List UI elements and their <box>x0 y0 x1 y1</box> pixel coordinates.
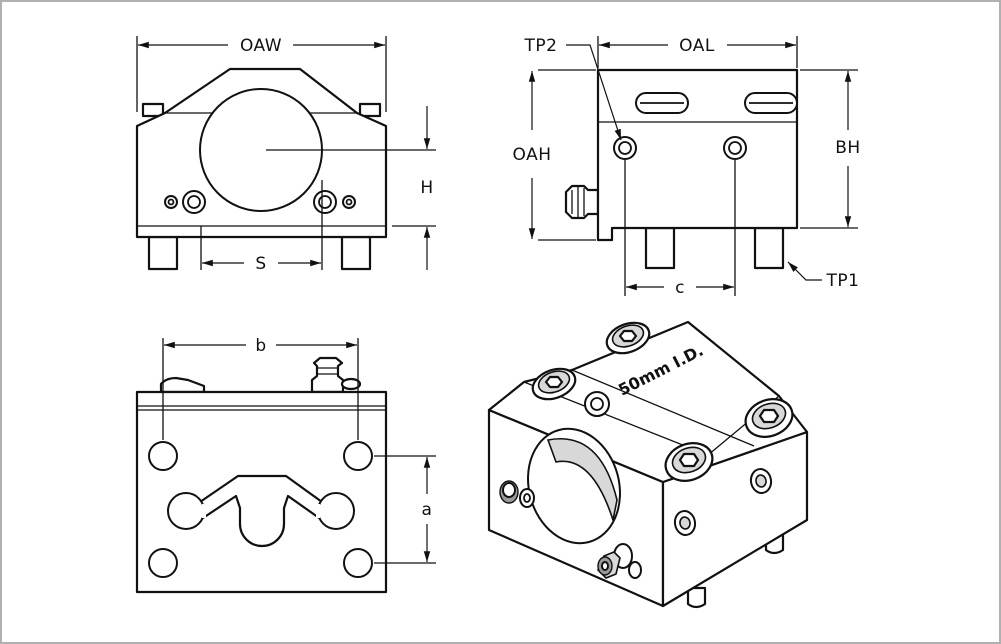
h-label: H <box>420 178 433 198</box>
bottom-view: b a <box>135 336 436 594</box>
bottom-slot <box>198 474 324 548</box>
iso-grease-fitting <box>597 543 642 579</box>
iso-hex-screw <box>605 321 651 355</box>
oaw-label: OAW <box>240 36 282 56</box>
bh-label: BH <box>835 138 860 158</box>
side-pin-right <box>753 226 785 270</box>
oal-label: OAL <box>679 36 715 56</box>
c-label: c <box>675 278 685 298</box>
tp2-hole <box>613 136 637 160</box>
tp1-label: TP1 <box>826 271 860 291</box>
front-view: OAW S H <box>135 36 436 274</box>
iso-view: 50mm I.D. <box>487 320 809 609</box>
front-left-pin <box>147 235 179 271</box>
s-label: S <box>255 254 266 274</box>
tp2-label: TP2 <box>524 36 558 56</box>
front-right-pin <box>340 235 372 271</box>
b-label: b <box>255 336 266 356</box>
side-view: OAL OAH BH c TP2 TP1 <box>513 36 860 298</box>
side-pin-left <box>644 226 676 270</box>
oah-label: OAH <box>513 145 552 165</box>
bottom-grease-fitting <box>310 356 345 394</box>
a-label: a <box>422 500 433 520</box>
